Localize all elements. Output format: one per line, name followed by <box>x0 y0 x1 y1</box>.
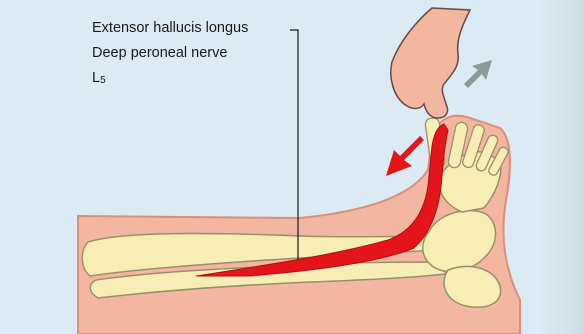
nerve-label: Deep peroneal nerve <box>92 41 248 66</box>
nerve-root-number: 5 <box>100 75 106 86</box>
nerve-root-letter: L <box>92 70 100 86</box>
arrow-down-left-icon <box>386 136 424 176</box>
label-block: Extensor hallucis longus Deep peroneal n… <box>92 16 248 93</box>
examiner-hand <box>391 8 470 118</box>
arrow-up-right-icon <box>464 60 492 88</box>
nerve-root-label: L5 <box>92 66 248 93</box>
muscle-label: Extensor hallucis longus <box>92 16 248 41</box>
